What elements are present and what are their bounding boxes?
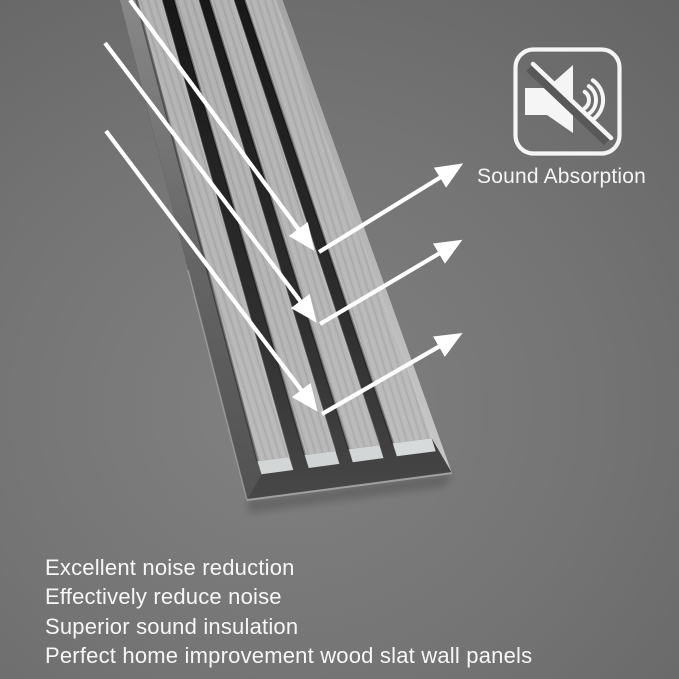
panel-left-edge-highlight — [187, 269, 248, 501]
panel-shadow — [247, 473, 452, 513]
wood-slat-panel — [119, 0, 453, 501]
feature-item-2: Effectively reduce noise — [45, 584, 282, 610]
sound-arrow-in-1 — [128, 0, 315, 251]
sound-arrow-out-1 — [317, 163, 464, 254]
muted-speaker-icon — [513, 47, 622, 156]
feature-item-1: Excellent noise reduction — [45, 555, 295, 580]
badge-label: Sound Absorption — [477, 165, 646, 188]
feature-item-4: Perfect home improvement wood slat wall … — [45, 643, 533, 669]
sound-absorption-badge — [513, 47, 622, 156]
feature-item-3: Superior sound insulation — [45, 613, 299, 639]
sound-arrow-in-3 — [104, 129, 318, 412]
feature-list: Excellent noise reduction Effectively re… — [45, 553, 665, 671]
speaker-glyph — [525, 65, 606, 133]
sound-wave-arcs — [582, 78, 606, 122]
mute-slash — [530, 61, 614, 141]
panel-sheen — [119, 0, 452, 500]
badge-frame — [513, 47, 622, 156]
sound-bounce-arrows — [103, 0, 464, 416]
slash-gap — [526, 63, 611, 146]
panel-bottom-edge-highlight — [246, 472, 453, 501]
sound-arrow-in-2 — [103, 41, 317, 323]
sound-arrow-out-2 — [318, 239, 463, 326]
sound-arrow-out-3 — [320, 332, 463, 416]
